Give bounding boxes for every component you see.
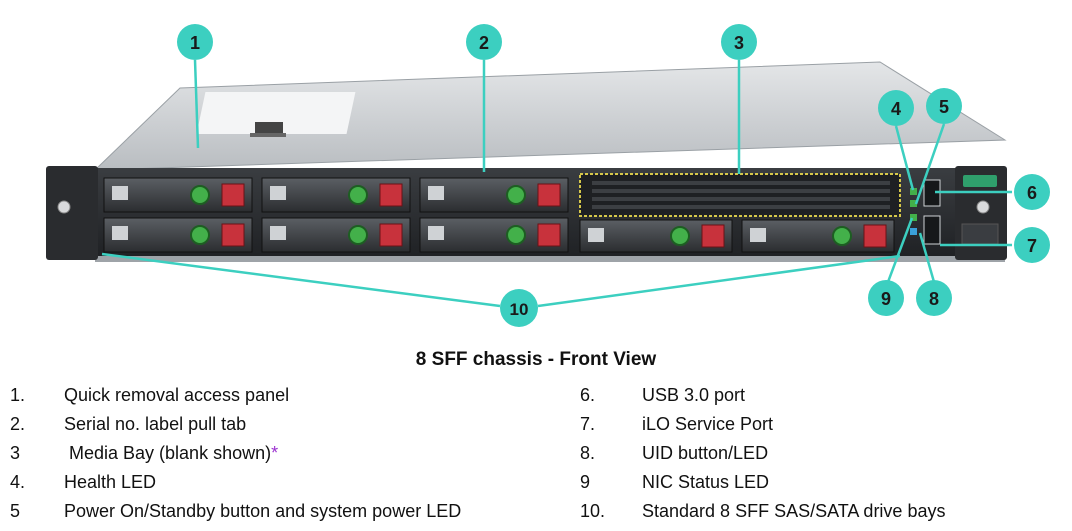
chassis-bottom-lip [95, 256, 1005, 262]
legend-text: iLO Service Port [642, 414, 774, 434]
callout-number: 1 [190, 33, 200, 53]
front-controls [910, 179, 941, 245]
callout-6: 6 [1014, 174, 1050, 210]
left-ear-screw [57, 200, 71, 214]
model-badge [961, 223, 999, 245]
access-panel [93, 61, 1007, 171]
pull-handle-base [250, 133, 286, 137]
legend-text: Power On/Standby button and system power… [64, 501, 462, 521]
nic-status-led [910, 214, 917, 221]
ilo-badge [963, 175, 997, 187]
callout-number: 8 [929, 289, 939, 309]
callout-number: 2 [479, 33, 489, 53]
callout-10: 10 [500, 289, 538, 327]
legend-number: 6. [580, 385, 596, 405]
callout-number: 5 [939, 97, 949, 117]
callout-number: 3 [734, 33, 744, 53]
ilo-service-port [923, 215, 941, 245]
server-front-view-diagram: 1 2 3 4 5 6 7 8 [46, 24, 1050, 327]
drive-bay [261, 217, 411, 253]
legend-text: Serial no. label pull tab [64, 414, 247, 434]
callout-1: 1 [177, 24, 213, 60]
legend-number: 4. [10, 472, 26, 492]
drive-bays [103, 173, 901, 253]
callout-7: 7 [1014, 227, 1050, 263]
drive-bay [103, 217, 253, 253]
callout-9: 9 [868, 280, 904, 316]
legend-text: Health LED [64, 472, 157, 492]
left-rack-ear [46, 166, 98, 260]
legend-number: 8. [580, 443, 596, 463]
legend-number: 10. [580, 501, 606, 521]
legend-number: 9 [580, 472, 591, 492]
callout-5: 5 [926, 88, 962, 124]
drive-bay [419, 177, 569, 213]
media-bay-blank [579, 173, 901, 217]
callout-number: 6 [1027, 183, 1037, 203]
drive-bay [103, 177, 253, 213]
top-label [196, 92, 356, 134]
legend-number: 1. [10, 385, 26, 405]
callout-3: 3 [721, 24, 757, 60]
legend-text: Quick removal access panel [64, 385, 290, 405]
pull-handle [255, 122, 283, 134]
leader-lines [101, 59, 1012, 308]
callout-number: 10 [510, 300, 529, 319]
callout-number: 9 [881, 289, 891, 309]
power-button [910, 200, 917, 207]
footnote-asterisk: * [271, 443, 279, 463]
health-led [910, 188, 917, 195]
callout-2: 2 [466, 24, 502, 60]
callout-8: 8 [916, 280, 952, 316]
legend-text: Media Bay (blank shown) [64, 443, 272, 463]
legend-text: UID button/LED [642, 443, 769, 463]
legend-number: 5 [10, 501, 21, 521]
legend-text: USB 3.0 port [642, 385, 746, 405]
legend-number: 2. [10, 414, 26, 434]
legend-text: NIC Status LED [642, 472, 770, 492]
uid-button [910, 228, 917, 235]
drive-bay [419, 217, 569, 253]
legend-number: 3 [10, 443, 21, 463]
callout-number: 7 [1027, 236, 1037, 256]
drive-bay [579, 219, 733, 253]
drive-bay [261, 177, 411, 213]
callout-number: 4 [891, 99, 901, 119]
drive-bay [741, 219, 895, 253]
callouts: 1 2 3 4 5 6 7 8 [177, 24, 1050, 327]
right-ear-screw [976, 200, 990, 214]
callout-4: 4 [878, 90, 914, 126]
legend-number: 7. [580, 414, 596, 434]
diagram-caption: 8 SFF chassis - Front View [415, 349, 657, 370]
legend-text: Standard 8 SFF SAS/SATA drive bays [642, 501, 946, 521]
